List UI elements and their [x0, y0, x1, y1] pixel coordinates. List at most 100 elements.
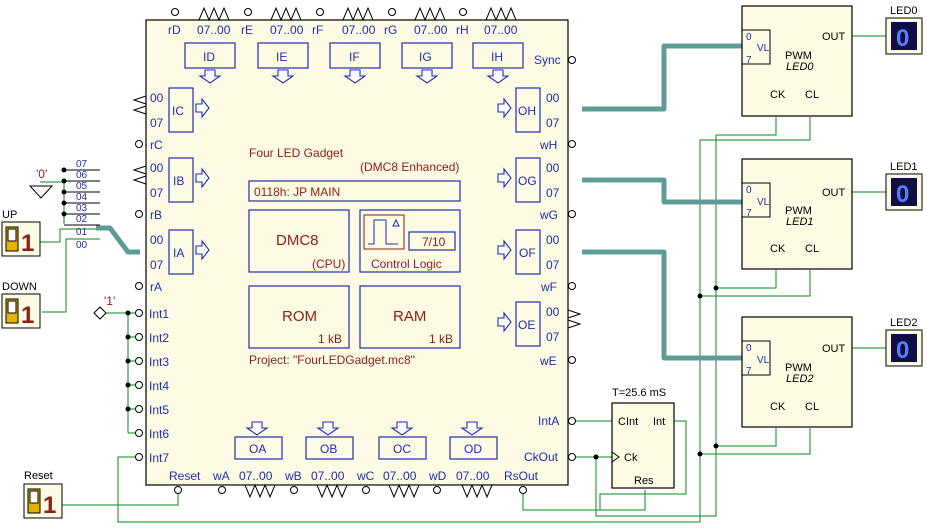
bus-bit: 07 [76, 159, 88, 170]
pwm-sub: LED0 [786, 61, 814, 73]
left-ports: IC 00 07 rC IB 00 07 rB IA 00 07 rA [132, 87, 210, 294]
const-zero: '0' [36, 167, 47, 181]
port-label: OB [320, 442, 337, 456]
top-port-ie[interactable]: IE rE 07..00 [241, 23, 309, 84]
bit-lo: 07 [150, 258, 164, 272]
clock-icon [363, 214, 405, 250]
bus-bit: 06 [76, 170, 88, 181]
control-logic-block[interactable] [359, 209, 461, 273]
rom-block[interactable] [248, 285, 350, 349]
bottom-port-oc[interactable]: OC wC 07..00 [356, 421, 427, 483]
cpu-block[interactable] [248, 209, 350, 273]
ckout-pin[interactable] [568, 453, 576, 461]
pwm-block-1[interactable]: 0 VL 7 OUT PWM LED1 CK CL [741, 158, 853, 270]
strobe-label: wD [428, 469, 447, 483]
bus-bit: 05 [76, 181, 88, 192]
int1-label: Int1 [149, 307, 169, 321]
pwm-in-lo: 7 [746, 208, 752, 219]
pwm-in-hi: 0 [746, 185, 752, 196]
timer-ck: Ck [624, 452, 638, 464]
port-label: OC [393, 442, 411, 456]
sync-pin[interactable] [568, 56, 576, 64]
port-label: IH [491, 50, 503, 64]
switch-reset-value: 1 [43, 492, 56, 519]
bottom-port-od[interactable]: OD wD 07..00 [428, 421, 498, 483]
port-label: OH [518, 104, 536, 118]
bits-label: 07..00 [342, 23, 376, 37]
top-port-id[interactable]: ID rD 07..00 [168, 23, 236, 84]
port-label: IG [419, 50, 432, 64]
right-port-og[interactable]: OG 00 07 wG [497, 157, 576, 222]
pwm-out: OUT [822, 343, 846, 355]
input-bus-block: 07 06 05 04 03 02 01 00 '0' '1' [28, 159, 115, 320]
bits-label: 07..00 [311, 469, 345, 483]
switch-reset[interactable]: Reset 1 [23, 470, 63, 519]
pwm-ck: CK [770, 243, 786, 255]
strobe-label: wH [539, 138, 557, 152]
right-port-oe[interactable]: OE 00 07 wE [497, 301, 576, 368]
top-port-ig[interactable]: IG rG 07..00 [384, 23, 453, 84]
strobe-label: rG [384, 23, 397, 37]
led-digit: 0 [896, 25, 909, 52]
inta-label: IntA [538, 414, 559, 428]
pwm-cl: CL [805, 89, 819, 101]
left-port-ia[interactable]: IA 00 07 rA [135, 229, 210, 294]
bit-hi: 00 [546, 233, 560, 247]
strobe-label: rB [150, 208, 162, 222]
reset-pin-label: Reset [169, 469, 201, 483]
led-label: LED2 [890, 317, 918, 329]
bottom-port-ob[interactable]: OB wB 07..00 [284, 421, 354, 483]
pwm-block-0[interactable]: 0 VL 7 OUT PWM LED0 CK CL [741, 5, 853, 117]
bits-label: 07..00 [270, 23, 304, 37]
pwm-vl: VL [757, 197, 770, 208]
bus-bit: 01 [76, 227, 88, 238]
int6-label: Int6 [149, 427, 169, 441]
pwm-sub: LED2 [786, 373, 814, 385]
led-digit: 0 [896, 337, 909, 364]
strobe-label: rC [150, 138, 163, 152]
port-label: OD [464, 442, 482, 456]
right-port-oh[interactable]: OH 00 07 wH [497, 87, 576, 152]
port-label: IA [173, 246, 184, 260]
timer-caption: T=25.6 mS [612, 387, 666, 399]
strobe-label: rE [241, 23, 253, 37]
left-port-ib[interactable]: IB 00 07 rB [135, 157, 210, 222]
top-port-ih[interactable]: IH rH 07..00 [456, 23, 524, 84]
pwm-in-hi: 0 [746, 343, 752, 354]
led-label: LED1 [890, 161, 918, 173]
switch-reset-label: Reset [24, 470, 53, 482]
port-label: IC [172, 104, 184, 118]
right-port-of[interactable]: OF 00 07 wF [497, 229, 576, 294]
top-port-if[interactable]: IF rF 07..00 [312, 23, 381, 84]
timer-res: Res [634, 475, 654, 487]
port-label: IF [349, 50, 360, 64]
inta-pin[interactable] [568, 417, 576, 425]
rsout-label: RsOut [504, 469, 539, 483]
rom-name: ROM [282, 308, 317, 325]
switch-up[interactable]: UP 1 [1, 209, 41, 257]
bit-hi: 00 [150, 91, 164, 105]
led-0: LED0 0 [885, 5, 923, 55]
bottom-pins [174, 483, 527, 499]
pwm-ck: CK [770, 89, 786, 101]
bottom-port-oa[interactable]: OA wA 07..00 [212, 421, 283, 483]
right-ports: OH 00 07 wH OG 00 07 wG OF 00 07 wF [497, 87, 582, 464]
instruction-box [248, 180, 461, 202]
pwm-name: PWM [785, 362, 812, 374]
timer-block[interactable]: T=25.6 mS CInt Int Ck Res [611, 387, 675, 489]
bits-label: 07..00 [414, 23, 448, 37]
left-port-ic[interactable]: IC 00 07 rC [135, 87, 210, 152]
strobe-label: rA [150, 280, 162, 294]
pwm-block-2[interactable]: 0 VL 7 OUT PWM LED2 CK CL [741, 316, 853, 428]
int2-label: Int2 [149, 331, 169, 345]
ram-block[interactable] [359, 285, 461, 349]
int3-label: Int3 [149, 355, 169, 369]
port-label: OA [249, 442, 266, 456]
bit-hi: 00 [150, 233, 164, 247]
strobe-label: rF [312, 23, 323, 37]
bits-label: 07..00 [456, 469, 490, 483]
int5-label: Int5 [149, 403, 169, 417]
bit-lo: 07 [546, 330, 560, 344]
switch-down[interactable]: DOWN 1 [1, 281, 41, 329]
